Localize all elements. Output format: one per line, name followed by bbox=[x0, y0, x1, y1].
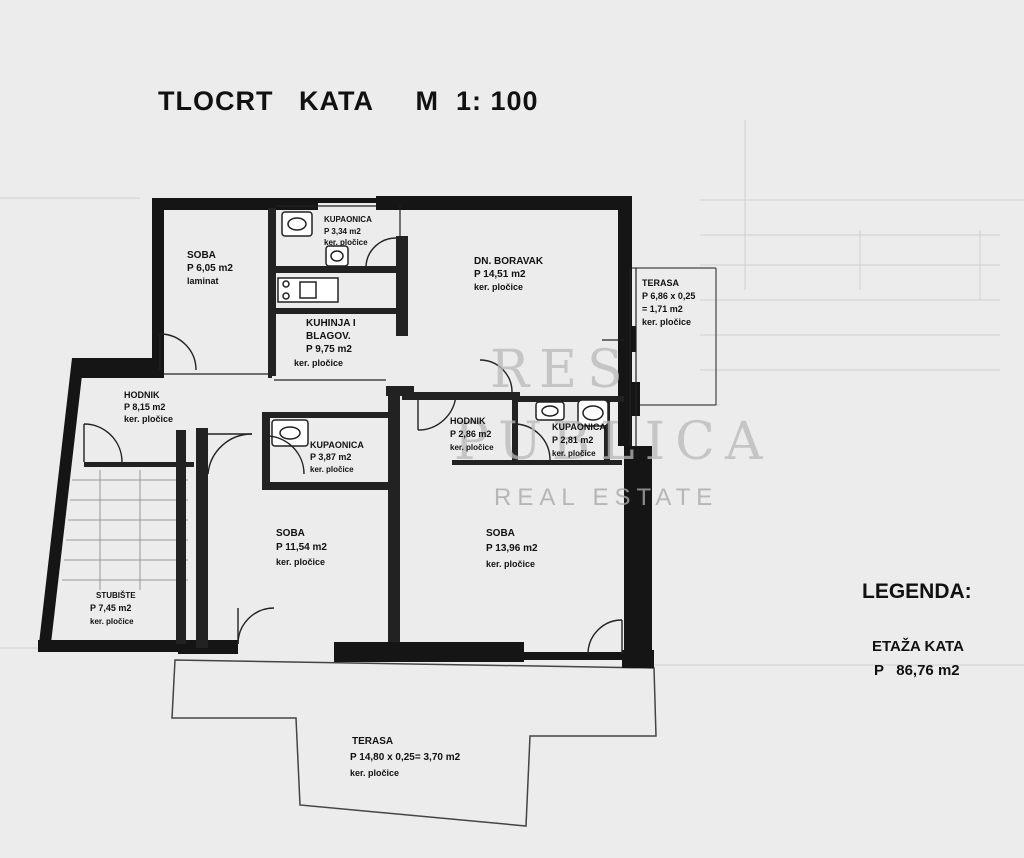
thin-lines bbox=[164, 205, 637, 446]
hodnik-left-area: P 8,15 m2 bbox=[124, 402, 165, 412]
kuhinja-name2: BLAGOV. bbox=[306, 331, 351, 342]
soba-top-finish: laminat bbox=[187, 276, 219, 286]
soba-right-finish: ker. pločice bbox=[486, 559, 535, 569]
terasa-east-finish: ker. pločice bbox=[642, 317, 691, 327]
hodnik-right-finish: ker. pločice bbox=[450, 443, 494, 452]
soba-mid-area: P 11,54 m2 bbox=[276, 542, 327, 553]
stubiste-name: STUBIŠTE bbox=[96, 591, 136, 600]
fixtures bbox=[271, 211, 609, 447]
dn-boravak-area: P 14,51 m2 bbox=[474, 269, 526, 280]
kuhinja-finish: ker. pločice bbox=[294, 358, 343, 368]
soba-right-area: P 13,96 m2 bbox=[486, 543, 538, 554]
hodnik-left-name: HODNIK bbox=[124, 390, 160, 400]
kuhinja-area: P 9,75 m2 bbox=[306, 344, 352, 355]
soba-mid-name: SOBA bbox=[276, 528, 305, 539]
legend-floor-label: ETAŽA KATA bbox=[872, 638, 964, 655]
soba-top-area: P 6,05 m2 bbox=[187, 263, 233, 274]
terasa-east-name: TERASA bbox=[642, 278, 680, 288]
kuhinja-name: KUHINJA I bbox=[306, 318, 356, 329]
interior-walls bbox=[84, 208, 624, 648]
terasa-east-outline bbox=[632, 267, 717, 406]
soba-right-name: SOBA bbox=[486, 528, 515, 539]
legend-floor-area: P 86,76 m2 bbox=[874, 662, 960, 679]
terasa-south-outline bbox=[171, 659, 657, 827]
stubiste-steps bbox=[62, 470, 188, 590]
dn-boravak-name: DN. BORAVAK bbox=[474, 256, 544, 267]
hodnik-right-area: P 2,86 m2 bbox=[450, 429, 491, 439]
kupaonica-right-finish: ker. pločice bbox=[552, 449, 596, 458]
watermark-res: RES bbox=[490, 340, 633, 400]
terasa-east-area: P 6,86 x 0,25 bbox=[642, 291, 695, 301]
kupaonica-top-name: KUPAONICA bbox=[324, 215, 372, 224]
outer-walls bbox=[38, 196, 654, 668]
background-hatch bbox=[0, 120, 1024, 666]
watermark-publica: PUBLICA bbox=[454, 412, 773, 472]
kupaonica-right-name: KUPAONICA bbox=[552, 422, 606, 432]
terasa-south-area: P 14,80 x 0,25= 3,70 m2 bbox=[350, 752, 461, 763]
kupaonica-mid-name: KUPAONICA bbox=[310, 440, 364, 450]
kupaonica-mid-finish: ker. pločice bbox=[310, 465, 354, 474]
terasa-east-area2: = 1,71 m2 bbox=[642, 304, 683, 314]
legend-heading: LEGENDA: bbox=[862, 580, 972, 603]
kupaonica-top-finish: ker. pločice bbox=[324, 238, 368, 247]
kupaonica-top-area: P 3,34 m2 bbox=[324, 227, 361, 236]
hodnik-right-name: HODNIK bbox=[450, 416, 486, 426]
terasa-south-name: TERASA bbox=[352, 736, 393, 747]
watermark-real-estate: REAL ESTATE bbox=[494, 484, 719, 511]
terasa-south-finish: ker. pločice bbox=[350, 768, 399, 778]
kupaonica-right-area: P 2,81 m2 bbox=[552, 435, 593, 445]
plan-title: TLOCRT KATA M 1: 100 bbox=[158, 86, 539, 116]
dn-boravak-finish: ker. pločice bbox=[474, 282, 523, 292]
door-swings bbox=[83, 237, 623, 655]
soba-mid-finish: ker. pločice bbox=[276, 557, 325, 567]
stubiste-area: P 7,45 m2 bbox=[90, 603, 131, 613]
hodnik-left-finish: ker. pločice bbox=[124, 414, 173, 424]
kupaonica-mid-area: P 3,87 m2 bbox=[310, 452, 351, 462]
soba-top-name: SOBA bbox=[187, 250, 216, 261]
stubiste-finish: ker. pločice bbox=[90, 617, 134, 626]
